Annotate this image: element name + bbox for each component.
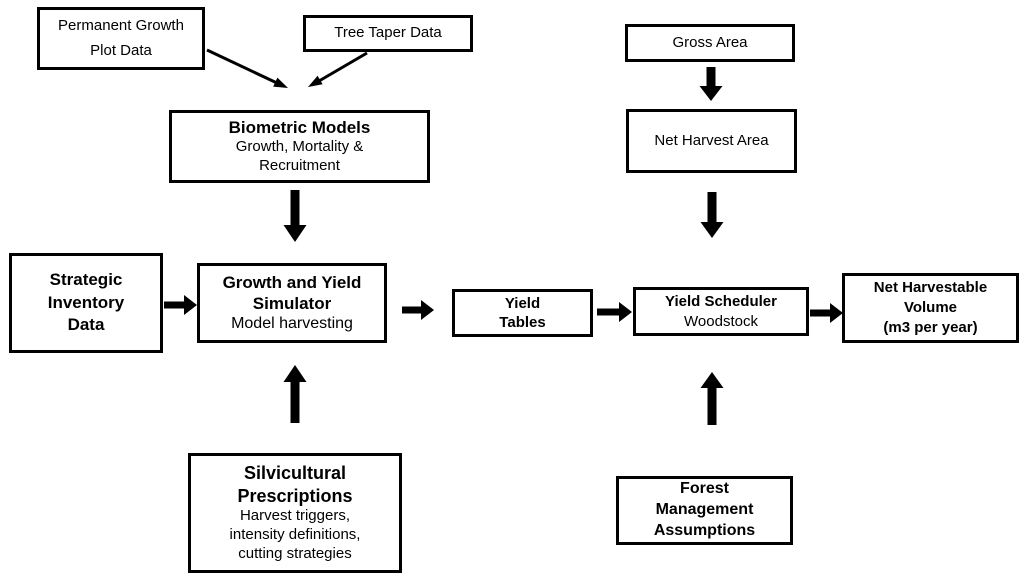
node-title-line: Silvicultural: [243, 463, 347, 484]
node-title-line: Simulator: [252, 294, 332, 313]
node-title-line: Strategic: [49, 269, 123, 289]
node-subtitle-line: Recruitment: [259, 157, 340, 175]
arrow-biometric-to-simulator: [283, 190, 307, 242]
node-title-line: Tables: [499, 314, 546, 331]
node-subtitle-line: Growth, Mortality &: [235, 138, 364, 156]
node-title-line: Growth and Yield: [222, 272, 362, 292]
node-subtitle-line: Woodstock: [684, 312, 758, 330]
arrow-strategic-to-simulator: [164, 295, 197, 315]
arrow-silvicultural-to-simulator: [283, 365, 307, 423]
node-title: Biometric Models: [228, 118, 371, 138]
node-forest-management-assumptions: Forest Management Assumptions: [616, 476, 793, 545]
node-subtitle-line: Model harvesting: [231, 315, 353, 333]
node-label-line: Net Harvest Area: [654, 131, 769, 149]
node-strategic-inventory-data: Strategic Inventory Data: [9, 253, 163, 353]
arrow-forest-mgmt-to-scheduler: [700, 372, 724, 425]
node-title-line: Assumptions: [653, 521, 756, 539]
arrow-net-harvest-area-to-scheduler: [700, 192, 724, 238]
node-title-line: Volume: [903, 298, 958, 316]
arrow-gross-area-to-net-harvest-area: [699, 67, 723, 101]
node-title-line: Management: [655, 501, 754, 519]
node-label-line: Permanent Growth: [58, 16, 184, 34]
node-subtitle-line: cutting strategies: [238, 544, 352, 562]
node-title-line: Forest: [680, 480, 729, 498]
node-growth-and-yield-simulator: Growth and Yield Simulator Model harvest…: [197, 263, 387, 343]
node-title-line: Yield: [504, 294, 541, 312]
node-subtitle-line: Harvest triggers,: [239, 507, 351, 525]
node-label-line: Tree Taper Data: [334, 24, 442, 42]
arrow-tree-taper-to-biometric: [308, 51, 368, 87]
node-yield-scheduler: Yield Scheduler Woodstock: [633, 287, 809, 336]
node-net-harvestable-volume: Net Harvestable Volume (m3 per year): [842, 273, 1019, 343]
node-title-line: Inventory: [47, 292, 125, 312]
node-title-line: Data: [67, 315, 105, 335]
node-subtitle-line: intensity definitions,: [229, 526, 361, 544]
arrow-yield-tables-to-scheduler: [597, 302, 632, 322]
node-net-harvest-area: Net Harvest Area: [626, 109, 797, 173]
node-label-line: Plot Data: [90, 41, 152, 59]
node-tree-taper-data: Tree Taper Data: [303, 15, 473, 52]
arrow-scheduler-to-net-harvestable: [810, 303, 843, 323]
arrow-permanent-growth-to-biometric: [206, 48, 288, 88]
node-permanent-growth-plot-data: Permanent Growth Plot Data: [37, 7, 205, 70]
node-silvicultural-prescriptions: Silvicultural Prescriptions Harvest trig…: [188, 453, 402, 573]
node-title-line: Prescriptions: [237, 485, 353, 506]
node-gross-area: Gross Area: [625, 24, 795, 62]
node-yield-tables: Yield Tables: [452, 289, 593, 337]
node-title-line: Net Harvestable: [873, 278, 988, 296]
node-label-line: Gross Area: [672, 33, 748, 51]
node-title-line: (m3 per year): [883, 319, 978, 337]
node-biometric-models: Biometric Models Growth, Mortality & Rec…: [169, 110, 430, 183]
arrow-simulator-to-yield-tables: [402, 300, 434, 320]
node-title: Yield Scheduler: [665, 293, 777, 310]
